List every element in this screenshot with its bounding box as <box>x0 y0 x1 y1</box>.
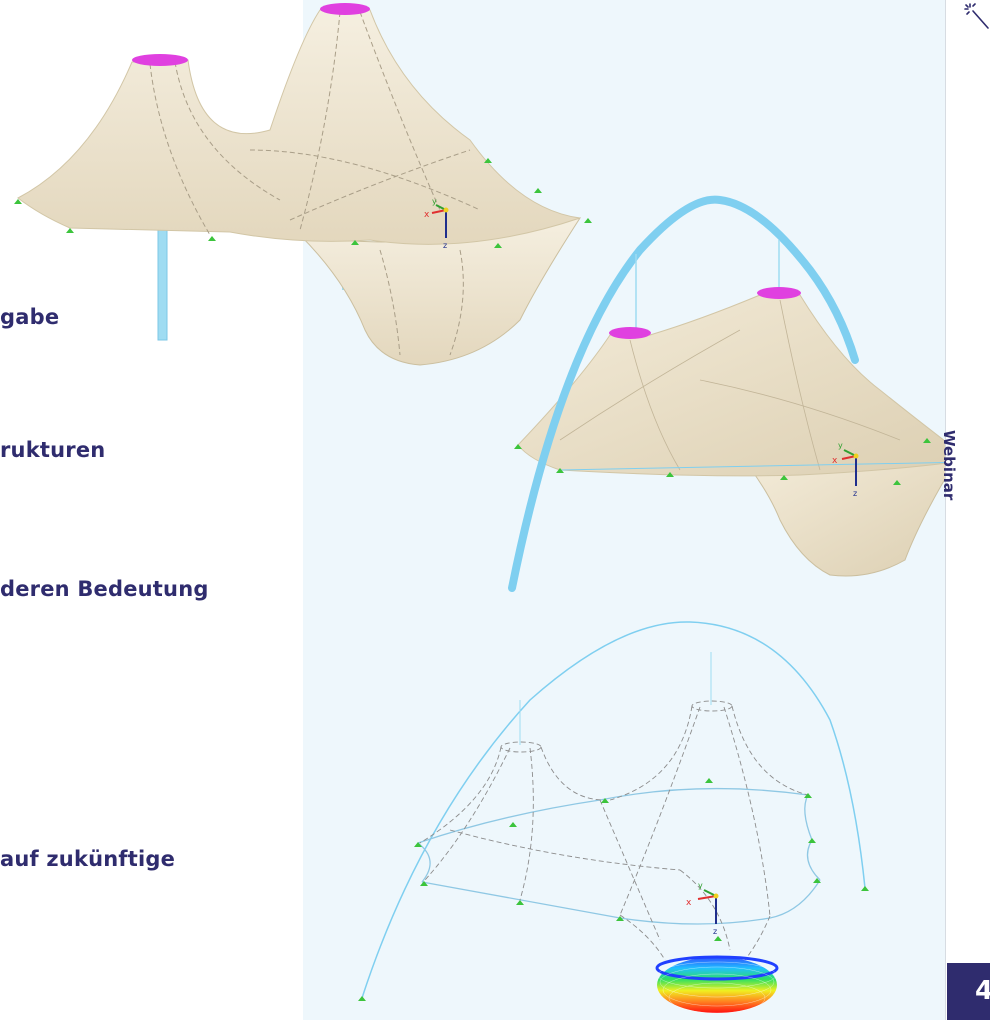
support-icon <box>14 158 592 248</box>
agenda-item-3: deren Bedeutung <box>0 577 209 601</box>
agenda-text-column: gabe rukturen deren Bedeutung auf zukünf… <box>0 0 310 1020</box>
mast-top-1 <box>132 54 188 66</box>
svg-text:y: y <box>698 881 703 890</box>
membrane-model-2: x y z <box>508 195 974 592</box>
sidebar-vertical-label: Webinar <box>940 430 958 501</box>
agenda-item-4: auf zukünftige <box>0 847 176 871</box>
roof-surface <box>17 9 581 245</box>
arch <box>508 195 859 592</box>
svg-text:x: x <box>832 456 838 466</box>
svg-text:x: x <box>686 898 692 908</box>
svg-text:y: y <box>432 197 437 206</box>
right-sidebar <box>945 0 990 1020</box>
mast-top-2 <box>320 3 370 15</box>
axis-icon: x y z <box>424 197 449 250</box>
wand-icon <box>964 3 989 29</box>
svg-text:z: z <box>713 927 717 936</box>
membrane-model-3: x y z <box>358 621 869 1014</box>
result-bowl <box>657 957 777 1013</box>
page-number-badge: 4 <box>947 963 990 1020</box>
agenda-item-2: rukturen <box>0 438 106 462</box>
column-1 <box>157 214 168 341</box>
agenda-item-1: gabe <box>0 305 60 329</box>
svg-text:z: z <box>443 241 447 250</box>
svg-text:z: z <box>853 489 857 498</box>
svg-text:y: y <box>838 441 843 450</box>
svg-text:x: x <box>424 210 430 220</box>
membrane-model-1: x y z <box>14 3 592 366</box>
